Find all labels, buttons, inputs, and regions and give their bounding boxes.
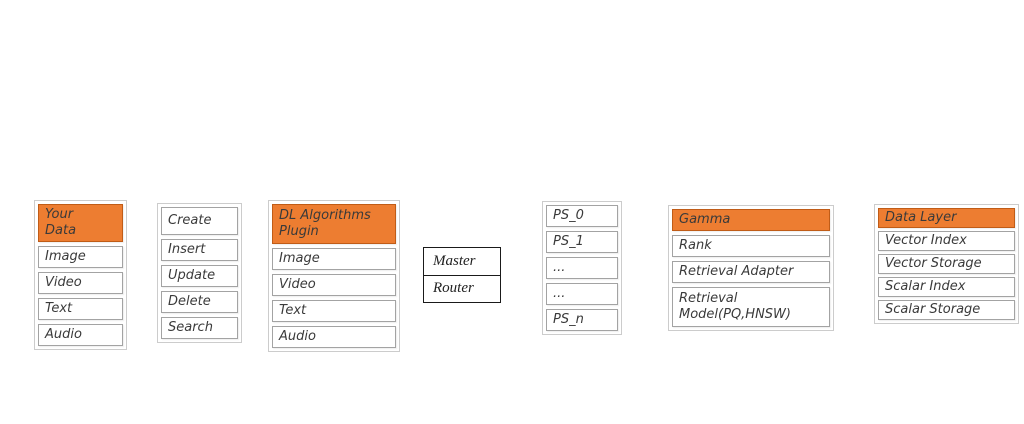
- retrieval-model-cell: Retrieval Model(PQ,HNSW): [672, 287, 830, 327]
- master-router-box: Master Router: [423, 247, 501, 303]
- insert-cell: Insert: [161, 239, 238, 261]
- vector-index-cell: Vector Index: [878, 231, 1015, 251]
- dl-plugin-image-cell: Image: [272, 248, 396, 270]
- dl-plugin-text-cell: Text: [272, 300, 396, 322]
- partition-servers-group: PS_0 PS_1 ... ... PS_n: [542, 201, 622, 335]
- data-layer-group: Data Layer Vector Index Vector Storage S…: [874, 204, 1019, 324]
- data-layer-header-cell: Data Layer: [878, 208, 1015, 228]
- your-data-header-cell: Your Data: [38, 204, 123, 242]
- create-cell: Create: [161, 207, 238, 235]
- delete-cell: Delete: [161, 291, 238, 313]
- update-cell: Update: [161, 265, 238, 287]
- crud-operations-group: Create Insert Update Delete Search: [157, 203, 242, 343]
- gamma-header-cell: Gamma: [672, 209, 830, 231]
- dl-plugin-audio-cell: Audio: [272, 326, 396, 348]
- your-data-text-cell: Text: [38, 298, 123, 320]
- dl-plugin-video-cell: Video: [272, 274, 396, 296]
- ps-1-cell: PS_1: [546, 231, 618, 253]
- search-cell: Search: [161, 317, 238, 339]
- vector-storage-cell: Vector Storage: [878, 254, 1015, 274]
- dl-plugin-header-cell: DL Algorithms Plugin: [272, 204, 396, 244]
- your-data-video-cell: Video: [38, 272, 123, 294]
- ps-ellipsis-cell: ...: [546, 283, 618, 305]
- your-data-audio-cell: Audio: [38, 324, 123, 346]
- scalar-index-cell: Scalar Index: [878, 277, 1015, 297]
- ps-n-cell: PS_n: [546, 309, 618, 331]
- scalar-storage-cell: Scalar Storage: [878, 300, 1015, 320]
- router-cell: Router: [433, 280, 474, 297]
- rank-cell: Rank: [672, 235, 830, 257]
- your-data-image-cell: Image: [38, 246, 123, 268]
- master-cell: Master: [424, 248, 500, 276]
- retrieval-adapter-cell: Retrieval Adapter: [672, 261, 830, 283]
- ps-ellipsis-cell: ...: [546, 257, 618, 279]
- dl-algorithms-plugin-group: DL Algorithms Plugin Image Video Text Au…: [268, 200, 400, 352]
- your-data-group: Your Data Image Video Text Audio: [34, 200, 127, 350]
- gamma-group: Gamma Rank Retrieval Adapter Retrieval M…: [668, 205, 834, 331]
- ps-0-cell: PS_0: [546, 205, 618, 227]
